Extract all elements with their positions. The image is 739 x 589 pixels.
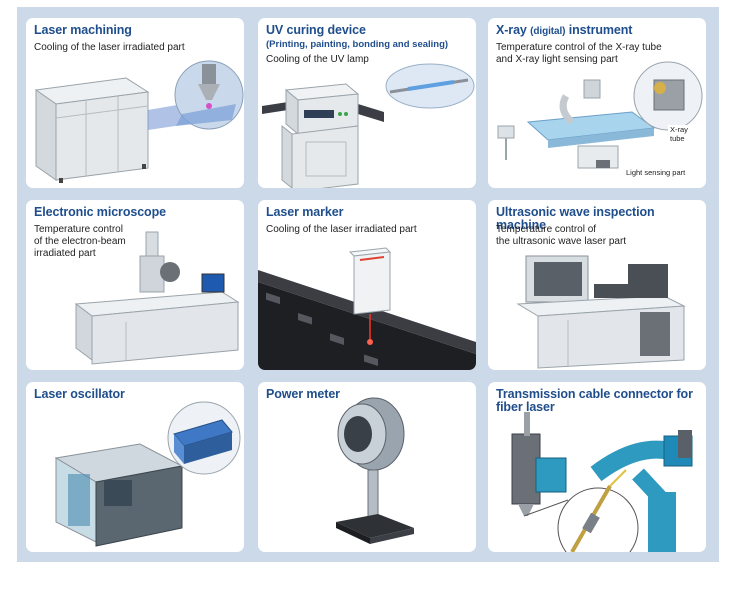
callout-xray-tube: X-ray tube xyxy=(668,125,706,143)
card-description: Temperature control of the electron-beam… xyxy=(34,224,126,259)
card-electronic-microscope: Electronic microscope Temperature contro… xyxy=(26,200,244,370)
card-description: Cooling of the laser irradiated part xyxy=(34,42,185,53)
card-description: Temperature control of the X-ray tube an… xyxy=(496,42,662,65)
card-title: Power meter xyxy=(266,387,340,401)
card-title: Laser oscillator xyxy=(34,387,125,401)
card-uv-curing-device: UV curing device (Printing, painting, bo… xyxy=(258,18,476,188)
card-title: Laser marker xyxy=(266,205,344,219)
card-title: Ultrasonic wave inspection machine xyxy=(496,205,655,232)
card-laser-machining: Laser machining Cooling of the laser irr… xyxy=(26,18,244,188)
laser-oscillator-illustration xyxy=(54,401,241,547)
xray-illustration xyxy=(497,61,703,169)
card-description: Temperature control of the ultrasonic wa… xyxy=(496,224,627,247)
card-title: X-ray (digital) instrument xyxy=(496,23,633,38)
card-title: Transmission cable connector for fiber l… xyxy=(496,387,693,414)
card-fiber-laser-connector: Transmission cable connector for fiber l… xyxy=(488,382,706,552)
fiber-connector-illustration xyxy=(511,412,693,552)
card-ultrasonic-inspection: Ultrasonic wave inspection machine Tempe… xyxy=(488,200,706,370)
application-panel: Laser machining Cooling of the laser irr… xyxy=(17,7,719,562)
electron-microscope-illustration xyxy=(74,231,240,365)
laser-marker-illustration xyxy=(258,247,476,370)
ultrasonic-illustration xyxy=(516,255,686,369)
uv-curing-illustration xyxy=(262,63,475,188)
card-title: Laser machining xyxy=(34,23,132,37)
card-description: Cooling of the UV lamp xyxy=(266,54,369,65)
card-title: Electronic microscope xyxy=(34,205,166,219)
card-subtitle: (Printing, painting, bonding and sealing… xyxy=(266,39,449,50)
power-meter-illustration xyxy=(336,397,414,544)
laser-machining-illustration xyxy=(34,60,244,183)
card-laser-oscillator: Laser oscillator xyxy=(26,382,244,552)
card-laser-marker: Laser marker Cooling of the laser irradi… xyxy=(258,200,476,370)
card-xray-instrument: X-ray (digital) instrument Temperature c… xyxy=(488,18,706,188)
card-power-meter: Power meter xyxy=(258,382,476,552)
card-description: Cooling of the laser irradiated part xyxy=(266,224,417,235)
card-title: UV curing device xyxy=(266,23,366,37)
callout-light-sensing-part: Light sensing part xyxy=(624,168,688,177)
